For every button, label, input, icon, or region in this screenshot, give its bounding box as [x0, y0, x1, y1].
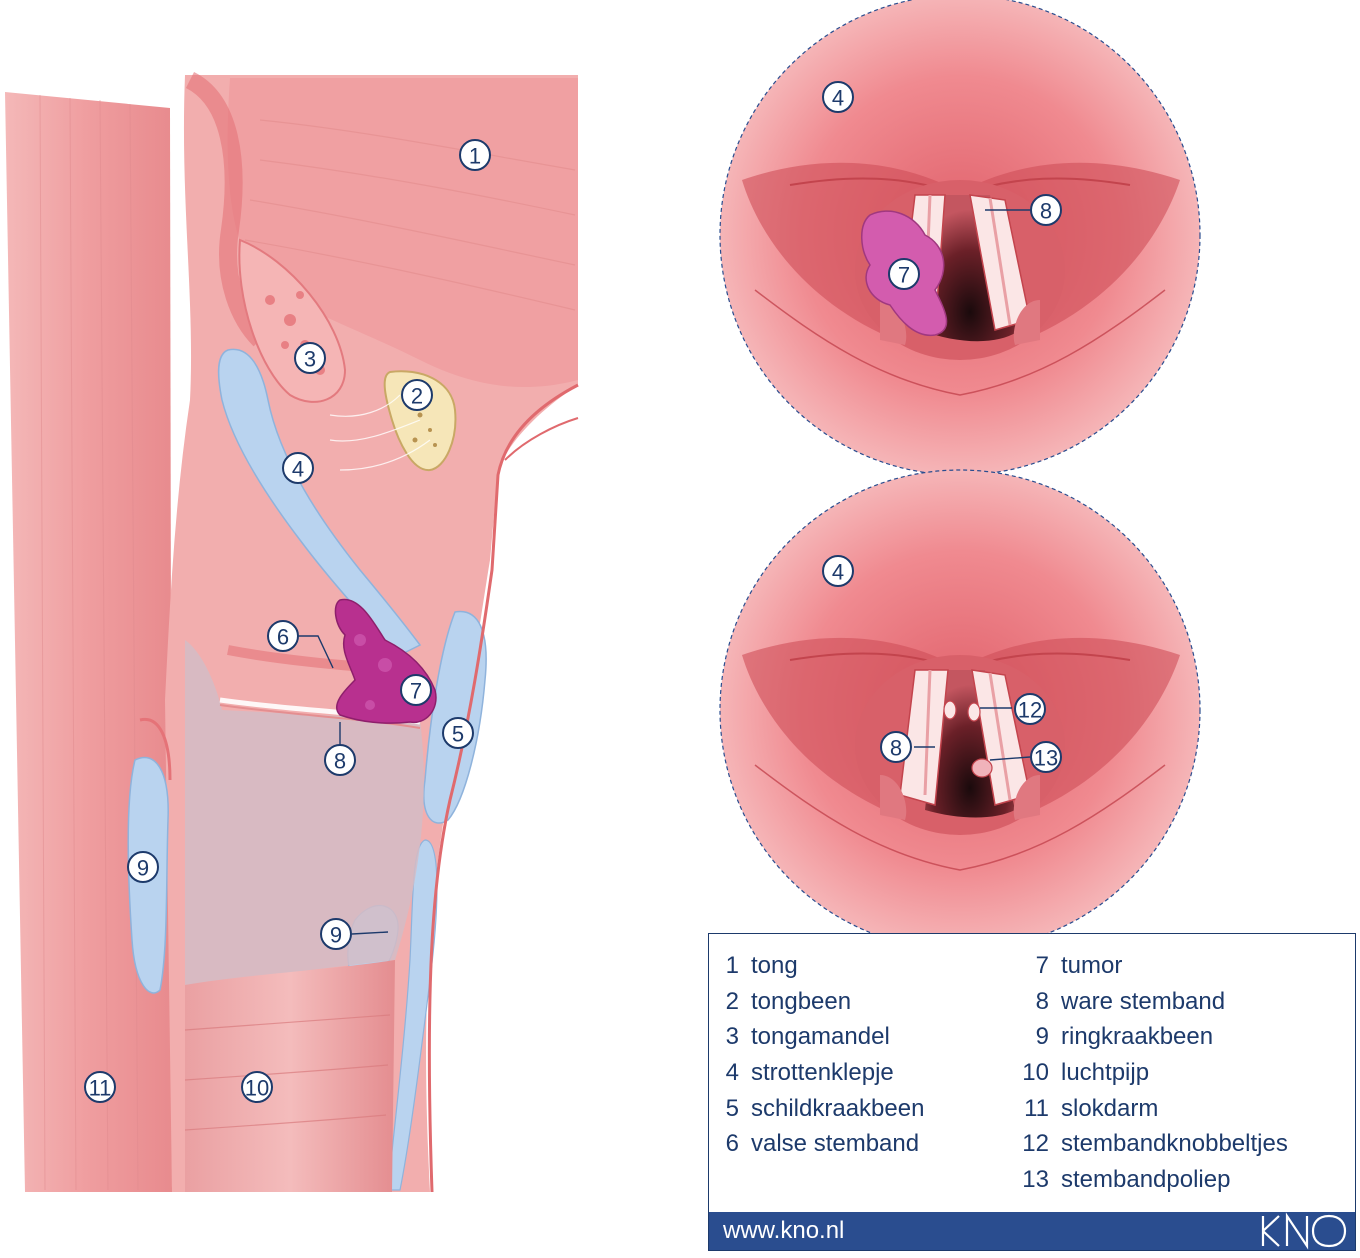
legend-item: 10 luchtpijp	[1009, 1059, 1288, 1095]
marker-label: 7	[410, 679, 422, 704]
marker-side-view-7: 8	[324, 744, 356, 776]
legend-number: 9	[1035, 1023, 1049, 1051]
legend-number: 8	[1035, 987, 1049, 1015]
marker-side-view-1: 2	[401, 379, 433, 411]
marker-top-view-0: 4	[822, 81, 854, 113]
legend-number: 4	[725, 1059, 739, 1087]
footer-bar: www.kno.nl	[709, 1212, 1355, 1250]
marker-top-view-1: 8	[1030, 194, 1062, 226]
kno-logo-icon	[1261, 1212, 1347, 1250]
legend-number: 5	[725, 1094, 739, 1122]
legend-label: ware stemband	[1061, 987, 1226, 1015]
legend-number: 1	[725, 952, 739, 979]
trachea-shape	[185, 960, 395, 1192]
epiglottis-shape	[217, 348, 422, 656]
polyp-shape	[971, 758, 993, 778]
marker-side-view-3: 4	[282, 452, 314, 484]
marker-side-view-11: 11	[84, 1071, 116, 1103]
legend-number: 10	[1022, 1059, 1049, 1087]
legend-label: ringkraakbeen	[1061, 1023, 1214, 1051]
legend-label: tong	[751, 952, 798, 979]
marker-bottom-view-3: 13	[1030, 741, 1062, 773]
marker-side-view-4: 5	[442, 717, 474, 749]
marker-top-view-2: 7	[888, 258, 920, 290]
marker-label: 4	[832, 560, 844, 585]
legend-label: schildkraakbeen	[751, 1094, 925, 1122]
marker-side-view-2: 3	[294, 342, 326, 374]
legend-label: strottenklepje	[751, 1059, 894, 1087]
legend-box: 1 tong 2 tongbeen 3 tongamandel 4 strottenklepj…	[708, 933, 1356, 1251]
marker-label: 7	[898, 263, 910, 288]
nodule-shape	[943, 700, 957, 720]
bottom-view	[719, 469, 1201, 951]
marker-label: 4	[292, 457, 304, 482]
legend-item: 3 tongamandel	[721, 1023, 924, 1059]
website-link[interactable]: www.kno.nl	[723, 1217, 845, 1244]
legend-number: 3	[725, 1023, 739, 1051]
marker-side-view-9: 9	[320, 918, 352, 950]
marker-label: 8	[890, 736, 902, 761]
marker-label: 5	[452, 722, 464, 747]
marker-label: 6	[277, 625, 289, 650]
legend-label: stembandknobbeltjes	[1061, 1130, 1288, 1158]
legend-column-right: 7 tumor 8 ware stemband 9 ringkraakbeen 10 luch…	[1009, 952, 1288, 1202]
legend-number: 7	[1035, 952, 1049, 979]
legend-item: 12 stembandknobbeltjes	[1009, 1130, 1288, 1166]
marker-label: 9	[330, 923, 342, 948]
legend-label: tongamandel	[751, 1023, 890, 1051]
legend-label: tumor	[1061, 952, 1123, 979]
legend-item: 7 tumor	[1009, 952, 1288, 988]
legend-label: luchtpijp	[1061, 1059, 1150, 1087]
marker-bottom-view-1: 12	[1014, 693, 1046, 725]
marker-label: 3	[304, 347, 316, 372]
legend-item: 5 schildkraakbeen	[721, 1094, 925, 1131]
legend-item: 9 ringkraakbeen	[1009, 1023, 1288, 1059]
legend-column-left: 1 tong 2 tongbeen 3 tongamandel 4 strottenklepj…	[721, 952, 925, 1166]
legend-item: 4 strottenklepje	[721, 1059, 924, 1095]
marker-label: 12	[1018, 698, 1042, 723]
marker-label: 8	[334, 749, 346, 774]
marker-side-view-5: 6	[267, 620, 299, 652]
legend-item: 6 valse stemband	[721, 1130, 924, 1166]
legend-item: 11 slokdarm	[1009, 1095, 1288, 1131]
legend-item: 2 tongbeen	[721, 988, 924, 1024]
marker-side-view-10: 10	[241, 1071, 273, 1103]
laryngeal-cavity	[185, 640, 424, 985]
marker-label: 10	[245, 1076, 269, 1101]
marker-label: 9	[137, 856, 149, 881]
legend-label: slokdarm	[1061, 1094, 1159, 1122]
marker-side-view-8: 9	[127, 851, 159, 883]
marker-label: 8	[1040, 199, 1052, 224]
legend-number: 11	[1024, 1094, 1049, 1122]
marker-label: 1	[469, 144, 481, 169]
legend-label: stembandpoliep	[1061, 1166, 1231, 1194]
legend-number: 6	[725, 1130, 739, 1158]
legend-number: 2	[725, 987, 739, 1015]
marker-label: 11	[89, 1076, 112, 1101]
legend-label: valse stemband	[751, 1130, 920, 1158]
legend-item: 1 tong	[721, 952, 924, 988]
marker-bottom-view-2: 8	[880, 731, 912, 763]
marker-side-view-0: 1	[459, 139, 491, 171]
marker-label: 13	[1034, 746, 1058, 771]
marker-side-view-6: 7	[400, 674, 432, 706]
top-view	[719, 0, 1201, 476]
marker-bottom-view-0: 4	[822, 555, 854, 587]
marker-label: 4	[832, 86, 844, 111]
legend-number: 12	[1022, 1130, 1049, 1158]
legend-item: 8 ware stemband	[1009, 988, 1288, 1024]
marker-label: 2	[411, 384, 423, 409]
esophagus-shape	[5, 92, 172, 1192]
legend-number: 13	[1022, 1166, 1049, 1194]
legend-label: tongbeen	[751, 987, 852, 1015]
legend-item: 13 stembandpoliep	[1009, 1166, 1288, 1202]
